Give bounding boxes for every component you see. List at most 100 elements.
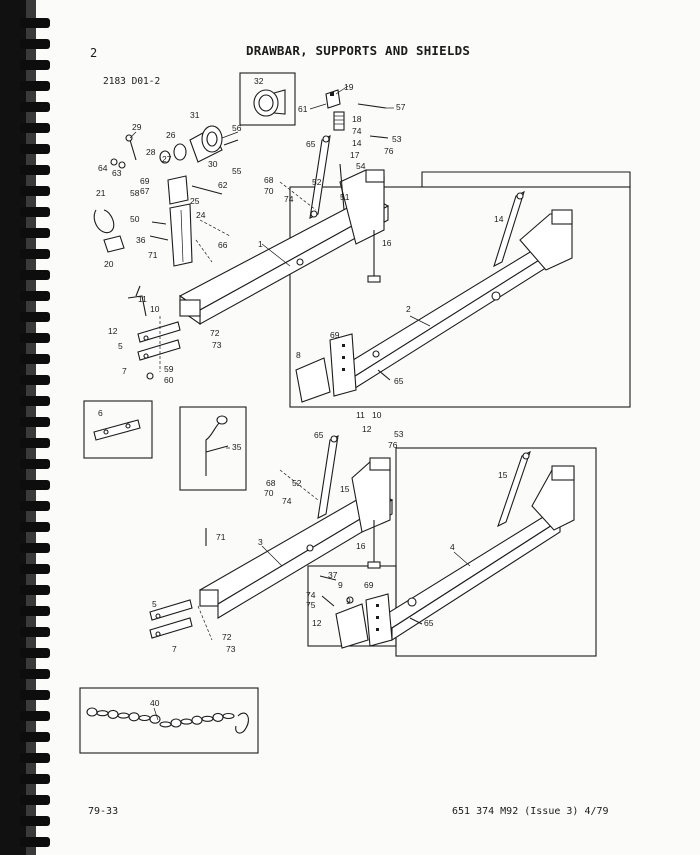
- binding-loop: [20, 207, 50, 217]
- callout-5: 5: [118, 341, 123, 351]
- callout-18: 18: [352, 114, 362, 124]
- plate-6: [93, 419, 141, 441]
- callout-67: 67: [140, 186, 150, 196]
- binding-loop: [20, 102, 50, 112]
- bearing-hub-31: [159, 125, 239, 164]
- callout-74: 74: [352, 126, 362, 136]
- callout-8: 8: [296, 350, 301, 360]
- hub-part-32: [253, 89, 286, 117]
- binding-loop: [20, 144, 50, 154]
- callout-59: 59: [164, 364, 174, 374]
- binding-loop: [20, 228, 50, 238]
- spiral-binding: [0, 0, 50, 855]
- crank-35: [205, 415, 229, 476]
- callout-labels: 32 19 61 57 18 74 65 14 53 76 17 54 52 6…: [96, 76, 508, 708]
- guide-upper-2: [195, 239, 213, 263]
- illustration-reference-code: 2183 D01-2: [103, 76, 161, 87]
- guide-upper-1: [279, 181, 317, 211]
- link-14-upper: [309, 135, 331, 219]
- callout-74: 74: [284, 194, 294, 204]
- callout-17: 17: [350, 150, 360, 160]
- callout-69: 69: [330, 330, 340, 340]
- support-bracket-inset: [519, 209, 573, 271]
- callout-73: 73: [226, 644, 236, 654]
- callout-70: 70: [264, 186, 274, 196]
- binding-loop: [20, 39, 50, 49]
- callout-9: 9: [338, 580, 343, 590]
- callout-37: 37: [328, 570, 338, 580]
- page-title: DRAWBAR, SUPPORTS AND SHIELDS: [246, 43, 471, 58]
- clip-21: [93, 209, 115, 234]
- chain-link: [170, 718, 182, 728]
- binding-loop: [20, 81, 50, 91]
- footer-code-left: 79-33: [88, 806, 119, 817]
- binding-loop: [20, 270, 50, 280]
- callout-61: 61: [298, 104, 308, 114]
- drawbar-2: [339, 245, 554, 391]
- binding-loop: [20, 417, 50, 427]
- rod-17: [339, 163, 345, 211]
- callout-3: 3: [258, 537, 263, 547]
- callout-52: 52: [312, 177, 322, 187]
- callout-40: 40: [150, 698, 160, 708]
- binding-loop: [20, 711, 50, 721]
- footer-publication-code: 651 374 M92 (Issue 3) 4/79: [452, 806, 609, 817]
- callout-35: 35: [232, 442, 242, 452]
- callout-32: 32: [254, 76, 264, 86]
- callout-60: 60: [164, 375, 174, 385]
- inset-box-chain-40: [79, 687, 259, 754]
- chain-link: [159, 721, 172, 728]
- drawbar-3: [199, 489, 394, 619]
- callout-12: 12: [108, 326, 118, 336]
- callout-72: 72: [210, 328, 220, 338]
- callout-69: 69: [364, 580, 374, 590]
- callout-53: 53: [394, 429, 404, 439]
- callout-15: 15: [498, 470, 508, 480]
- binding-loop: [20, 795, 50, 805]
- callout-16: 16: [382, 238, 392, 248]
- leader-lines: [129, 85, 471, 721]
- callout-55: 55: [232, 166, 242, 176]
- callout-25: 25: [190, 196, 200, 206]
- callout-31: 31: [190, 110, 200, 120]
- callout-19: 19: [344, 82, 354, 92]
- bracket-24-25: [167, 175, 223, 267]
- callout-58: 58: [130, 188, 140, 198]
- guide-upper-3: [199, 219, 231, 237]
- callout-68: 68: [264, 175, 274, 185]
- rod-36: [149, 235, 169, 241]
- callout-65: 65: [314, 430, 324, 440]
- callout-72: 72: [222, 632, 232, 642]
- callout-12: 12: [312, 618, 322, 628]
- binding-loop: [20, 669, 50, 679]
- binding-loop: [20, 732, 50, 742]
- callout-62: 62: [218, 180, 228, 190]
- callout-2: 2: [406, 304, 411, 314]
- callout-64: 64: [98, 163, 108, 173]
- callout-76: 76: [388, 440, 398, 450]
- inset-box-crank-35: [179, 406, 247, 491]
- binding-loop: [20, 438, 50, 448]
- callout-14: 14: [352, 138, 362, 148]
- binding-loop: [20, 354, 50, 364]
- callout-7: 7: [172, 644, 177, 654]
- callout-26: 26: [166, 130, 176, 140]
- drawbar-4: [379, 513, 562, 642]
- binding-loop: [20, 648, 50, 658]
- binding-loop: [20, 60, 50, 70]
- chain-link: [107, 709, 119, 719]
- binding-loop: [20, 816, 50, 826]
- callout-15: 15: [340, 484, 350, 494]
- callout-30: 30: [208, 159, 218, 169]
- callout-21: 21: [96, 188, 106, 198]
- clevis-5-7-lower: [149, 599, 213, 641]
- callout-66: 66: [218, 240, 228, 250]
- callout-6: 6: [98, 408, 103, 418]
- callout-54: 54: [356, 161, 366, 171]
- inset-box-mount-bracket: [289, 171, 631, 408]
- link-15-lower: [317, 435, 339, 519]
- inset-box-hub-32: [239, 72, 296, 126]
- callout-75: 75: [306, 600, 316, 610]
- chain-hook: [235, 712, 249, 734]
- binding-loop: [20, 543, 50, 553]
